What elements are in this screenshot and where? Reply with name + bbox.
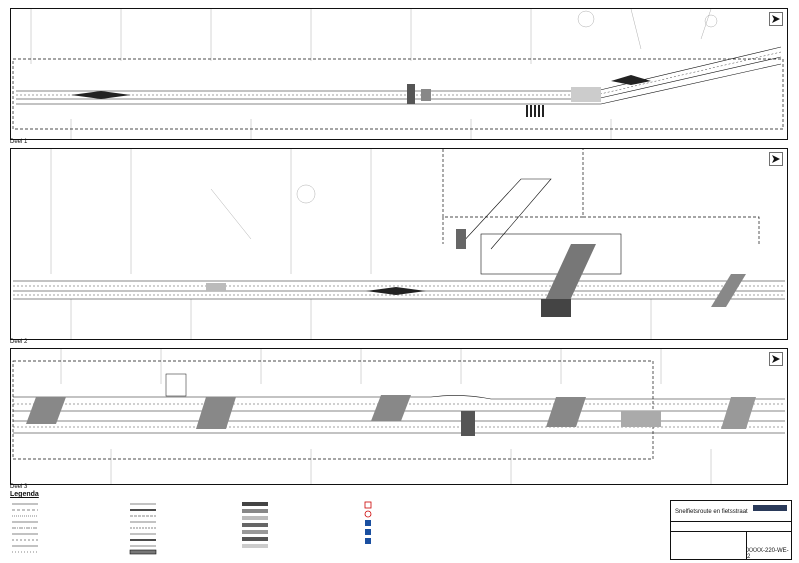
company-logo-icon xyxy=(753,505,787,511)
plan-panel-deel-1 xyxy=(10,8,788,140)
plan-panel-deel-3 xyxy=(10,348,788,485)
north-arrow-icon xyxy=(769,352,783,366)
panel-label-deel-3: Deel 3 xyxy=(10,484,28,490)
title-block-divider xyxy=(671,531,791,532)
panel-label-deel-2: Deel 2 xyxy=(10,339,28,345)
drawing-title: Snelfietsroute en fietsstraat xyxy=(675,509,748,515)
legend-title: Legenda xyxy=(10,491,39,498)
north-arrow-icon xyxy=(769,152,783,166)
drawing-code: XXXX-220-WE-2 xyxy=(747,548,789,560)
plan-drawing-deel-2 xyxy=(13,149,785,339)
plan-drawing-deel-3 xyxy=(12,349,785,484)
title-block: Snelfietsroute en fietsstraat XXXX-220-W… xyxy=(670,500,792,560)
legend-symbols xyxy=(12,501,372,555)
title-block-divider xyxy=(746,531,747,559)
panel-label-deel-1: Deel 1 xyxy=(10,139,28,145)
title-block-divider xyxy=(671,521,791,522)
plan-panel-deel-2 xyxy=(10,148,788,340)
plan-drawing-deel-1 xyxy=(12,9,784,139)
north-arrow-icon xyxy=(769,12,783,26)
